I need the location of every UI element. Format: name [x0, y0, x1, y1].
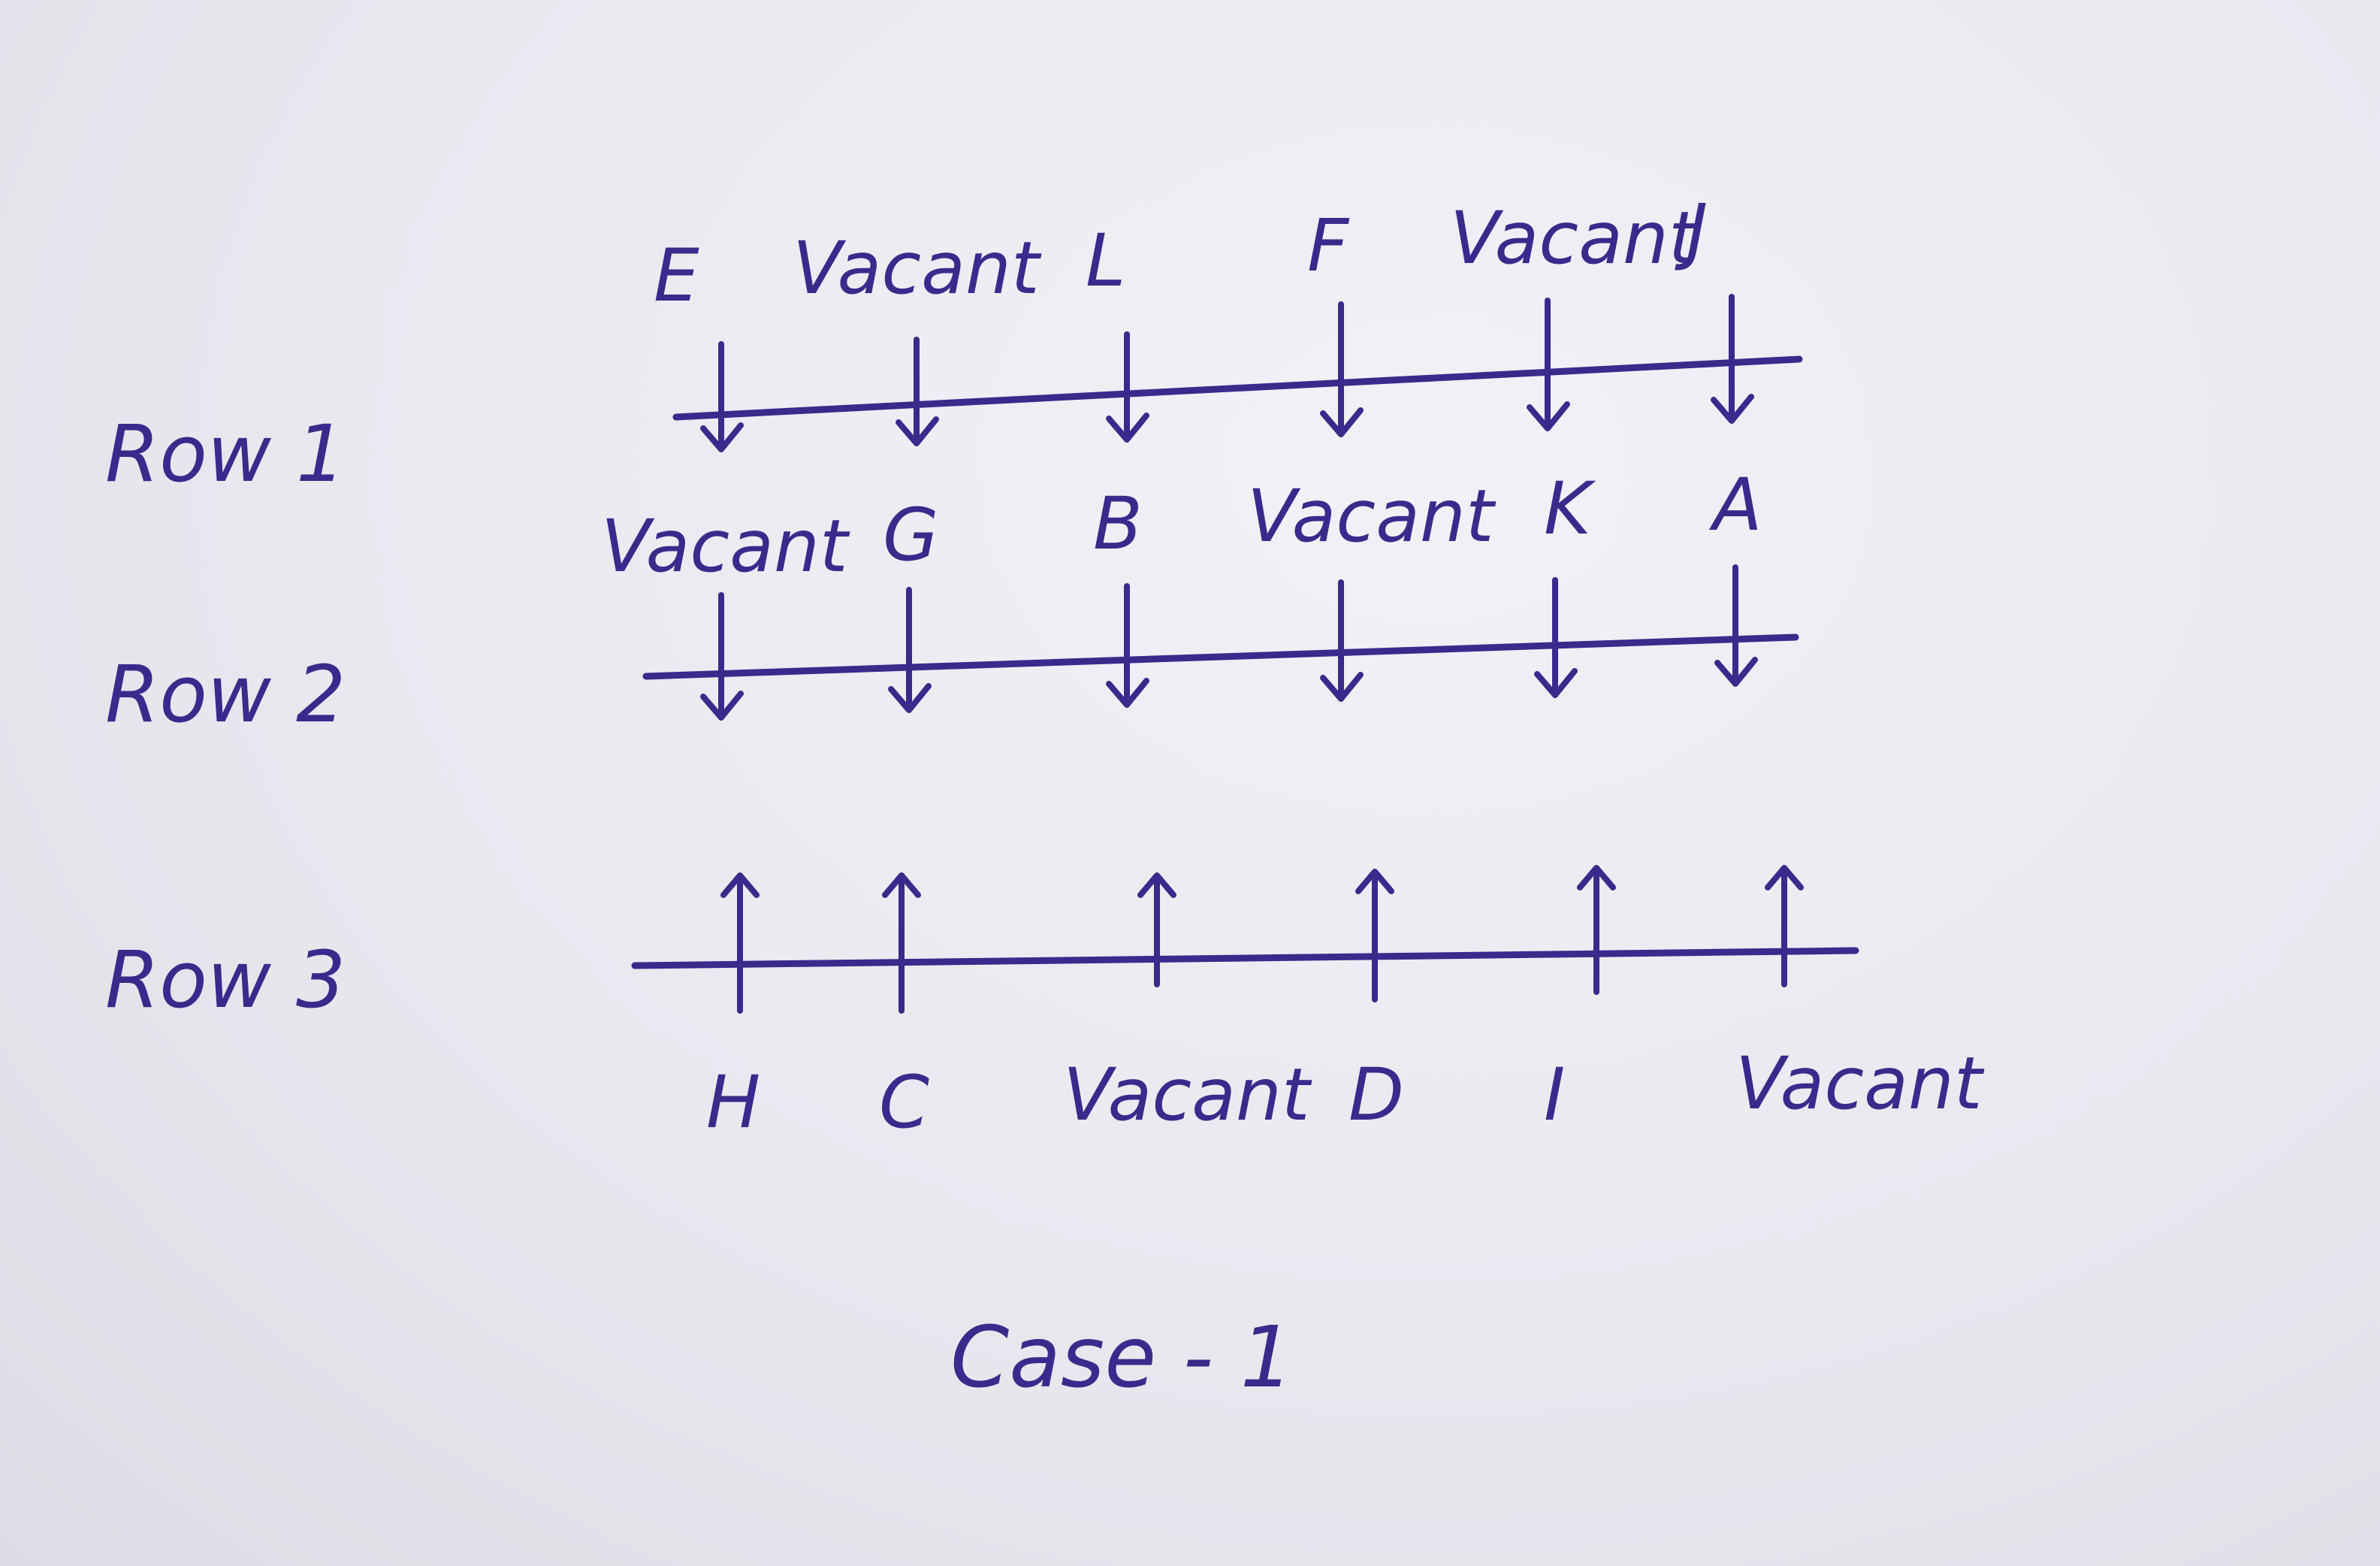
row-1-seat-3-label: L — [1086, 219, 1125, 303]
row-3-seat-2-label: C — [879, 1060, 929, 1144]
row-1-seat-2-arrow-down — [896, 337, 939, 446]
row-1-seat-1-label: E — [654, 234, 699, 318]
row-3-line — [631, 947, 1859, 969]
row-2-seat-2-arrow-down — [888, 587, 932, 713]
row-2-seat-3-arrow-down — [1106, 583, 1149, 708]
row-1-seat-1-arrow-down — [700, 341, 744, 452]
row-1-seat-5-label: Vacant — [1450, 196, 1699, 280]
row-3-seat-5-arrow-up — [1577, 865, 1616, 995]
row-3-seat-1-arrow-up — [720, 872, 760, 1014]
row-3-seat-2-arrow-up — [882, 872, 921, 1014]
row-3-seat-6-arrow-up — [1765, 865, 1804, 987]
row-1-seat-6-arrow-down — [1711, 294, 1754, 424]
row-2-seat-5-label: K — [1544, 467, 1596, 551]
row-2-seat-1-arrow-down — [700, 592, 744, 721]
row-1-seat-3-arrow-down — [1106, 331, 1149, 443]
row-2-seat-4-arrow-down — [1320, 579, 1364, 702]
row-2-seat-6-label: A — [1708, 463, 1762, 547]
row-2-line — [642, 633, 1799, 680]
row-3-seat-5-label: I — [1544, 1053, 1565, 1137]
row-1-seat-5-arrow-down — [1527, 298, 1570, 431]
row-2-seat-3-label: B — [1093, 482, 1143, 566]
row-3-label: Row 3 — [105, 934, 346, 1026]
row-1-line — [672, 355, 1803, 421]
row-3-seat-3-label: Vacant — [1063, 1053, 1312, 1137]
row-3-seats: H C Vacant D I Vacant — [706, 1041, 1985, 1144]
row-3-seat-6-label: Vacant — [1735, 1041, 1985, 1126]
row-2-seat-6-arrow-down — [1714, 564, 1758, 687]
row-2-seat-5-arrow-down — [1534, 577, 1578, 698]
row-3-seat-1-label: H — [706, 1060, 760, 1144]
row-2-seat-1-label: Vacant — [601, 504, 850, 588]
row-3-seat-4-arrow-up — [1355, 869, 1394, 1002]
row-1-seat-4-label: F — [1307, 204, 1350, 288]
row-1-seats: E Vacant L F Vacant J — [654, 189, 1708, 318]
row-1-seat-2-label: Vacant — [793, 226, 1042, 310]
row-3-seat-4-label: D — [1349, 1053, 1404, 1137]
row-2-seat-4-label: Vacant — [1247, 474, 1497, 558]
row-1-seat-4-arrow-down — [1320, 301, 1364, 437]
case-caption: Case - 1 — [950, 1309, 1294, 1407]
row-2-label: Row 2 — [105, 648, 346, 740]
row-1-label: Row 1 — [105, 408, 346, 500]
row-2-seat-2-label: G — [883, 493, 938, 577]
row-2-seats: Vacant G B Vacant K A — [601, 463, 1762, 588]
facing-arrows — [700, 294, 1804, 1014]
row-3-seat-3-arrow-up — [1137, 872, 1176, 987]
